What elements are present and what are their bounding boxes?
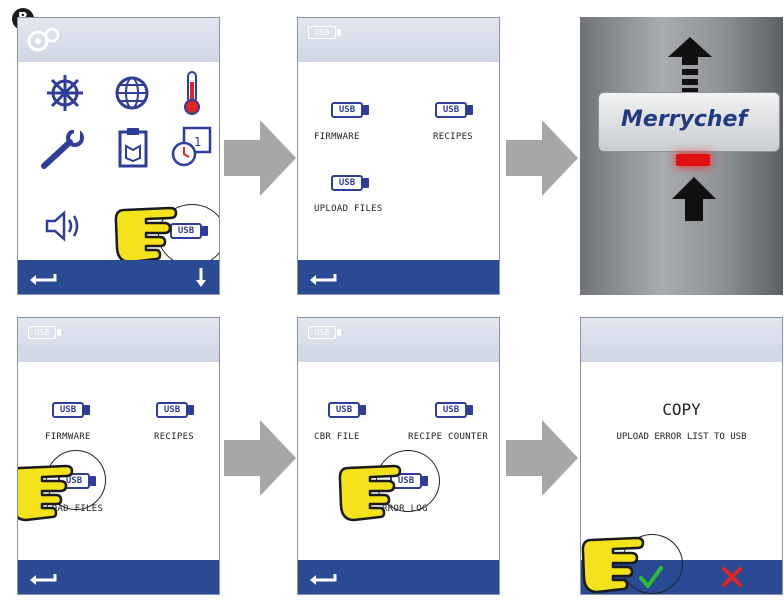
top-bar — [581, 318, 782, 362]
pointing-hand-icon — [18, 464, 74, 522]
pointing-hand-icon — [338, 464, 402, 522]
panel-usb-menu: USB USB FIRMWARE USB RECIPES USB UPLOAD … — [297, 17, 500, 295]
dialog-title: COPY — [662, 400, 701, 419]
helm-icon[interactable] — [45, 73, 85, 113]
back-arrow-icon[interactable] — [308, 272, 338, 286]
menu-item-firmware[interactable]: FIRMWARE — [314, 132, 360, 142]
bottom-bar — [18, 260, 219, 294]
indicator-light — [676, 154, 710, 166]
menu-item-firmware[interactable]: FIRMWARE — [45, 432, 91, 442]
bottom-bar — [18, 560, 219, 594]
back-arrow-icon[interactable] — [308, 572, 338, 586]
menu-item-error-log[interactable]: RROR LOG — [382, 504, 428, 514]
back-arrow-icon[interactable] — [28, 572, 58, 586]
usb-icon[interactable]: USB — [328, 402, 366, 418]
menu-item-upload-files[interactable]: LOAD FILES — [46, 504, 104, 514]
brand-name: Merrychef — [621, 107, 748, 132]
cross-icon[interactable] — [721, 566, 743, 588]
dialog-message: UPLOAD ERROR LIST TO USB — [616, 432, 747, 442]
usb-icon[interactable]: USB — [156, 402, 194, 418]
pointing-hand-icon — [581, 536, 645, 594]
menu-item-recipe-counter[interactable]: RECIPE COUNTER — [408, 432, 489, 442]
back-arrow-icon[interactable] — [28, 272, 58, 286]
up-arrow-icon — [672, 177, 716, 221]
menu-item-upload-files[interactable]: UPLOAD FILES — [314, 204, 383, 214]
bottom-bar — [298, 560, 499, 594]
wrench-icon[interactable] — [40, 130, 86, 170]
top-bar: USB — [18, 318, 219, 362]
usb-status-icon: USB — [28, 326, 61, 339]
panel-usb-menu-select: USB USB FIRMWARE USB RECIPES USB LOAD FI… — [17, 317, 220, 595]
flow-arrow-icon — [224, 420, 296, 496]
down-arrow-icon[interactable] — [195, 268, 207, 288]
top-bar — [18, 18, 219, 62]
pointing-hand-icon — [114, 206, 178, 264]
bottom-bar — [298, 260, 499, 294]
top-bar: USB — [298, 318, 499, 362]
usb-icon[interactable]: USB — [435, 102, 473, 118]
speaker-icon[interactable] — [44, 208, 84, 244]
panel-main-menu: 1 USB — [17, 17, 220, 295]
usb-icon[interactable]: USB — [52, 402, 90, 418]
flow-arrow-icon — [506, 420, 578, 496]
usb-status-icon: USB — [308, 326, 341, 339]
panel-copy-confirm: COPY UPLOAD ERROR LIST TO USB — [580, 317, 783, 595]
panel-upload-menu: USB USB CBR FILE USB RECIPE COUNTER USB … — [297, 317, 500, 595]
svg-text:1: 1 — [194, 135, 202, 149]
up-arrow-icon — [668, 37, 712, 93]
recipe-book-icon[interactable] — [116, 126, 150, 168]
clock-calendar-icon[interactable]: 1 — [170, 124, 212, 168]
usb-status-icon: USB — [308, 26, 341, 39]
usb-icon[interactable]: USB — [331, 102, 369, 118]
menu-item-recipes[interactable]: RECIPES — [433, 132, 474, 142]
flow-arrow-icon — [224, 120, 296, 196]
device-photo: Merrychef — [580, 17, 783, 295]
top-bar: USB — [298, 18, 499, 62]
usb-icon[interactable]: USB — [170, 223, 208, 239]
menu-item-recipes[interactable]: RECIPES — [154, 432, 195, 442]
gear-icon — [27, 27, 60, 52]
thermometer-icon[interactable] — [181, 70, 203, 116]
usb-icon[interactable]: USB — [435, 402, 473, 418]
menu-item-cbr-file[interactable]: CBR FILE — [314, 432, 360, 442]
flow-arrow-icon — [506, 120, 578, 196]
usb-icon[interactable]: USB — [331, 175, 369, 191]
brand-logo: Merrychef — [598, 92, 780, 152]
globe-icon[interactable] — [113, 74, 151, 112]
